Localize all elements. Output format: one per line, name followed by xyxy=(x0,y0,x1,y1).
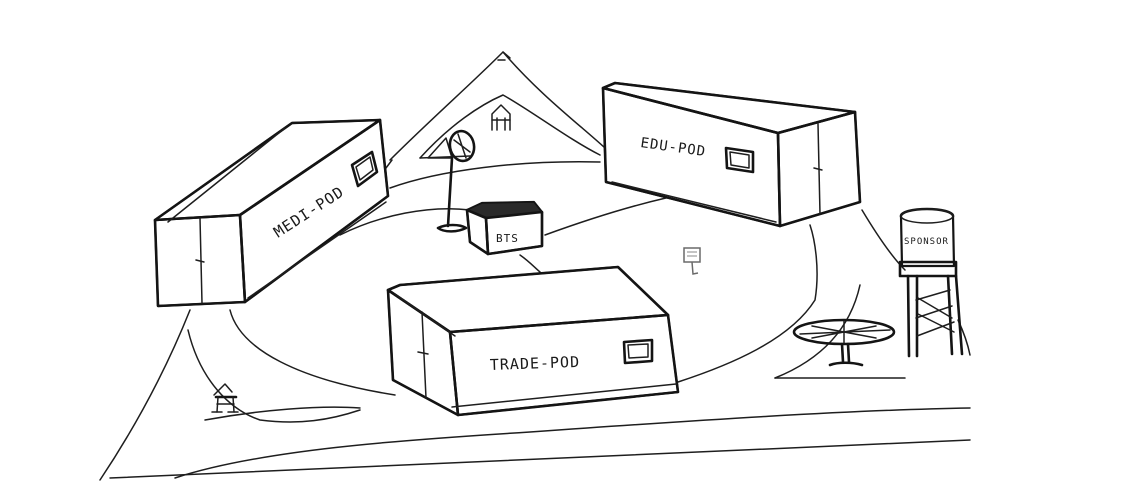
sponsor-label: SPONSOR xyxy=(904,237,949,247)
medi-pod-window xyxy=(350,150,379,188)
bts-label: BTS xyxy=(496,232,519,245)
satellite-dish-icon xyxy=(436,129,476,233)
signboard-icon xyxy=(683,247,701,275)
bts-cabinet xyxy=(465,200,544,256)
trade-pod-container xyxy=(386,265,680,417)
pennant-icon xyxy=(427,137,453,159)
ground-paths xyxy=(99,161,971,481)
trade-pod-label: TRADE-POD xyxy=(490,353,581,374)
medi-pod-container xyxy=(153,118,390,308)
edu-pod-window xyxy=(724,146,755,174)
sponsor-water-tower xyxy=(898,207,964,358)
trade-pod-window xyxy=(622,338,654,365)
edu-pod-container xyxy=(601,81,862,228)
merry-go-round xyxy=(792,318,896,367)
hut-icon xyxy=(491,104,511,131)
cart-icon xyxy=(211,383,239,413)
